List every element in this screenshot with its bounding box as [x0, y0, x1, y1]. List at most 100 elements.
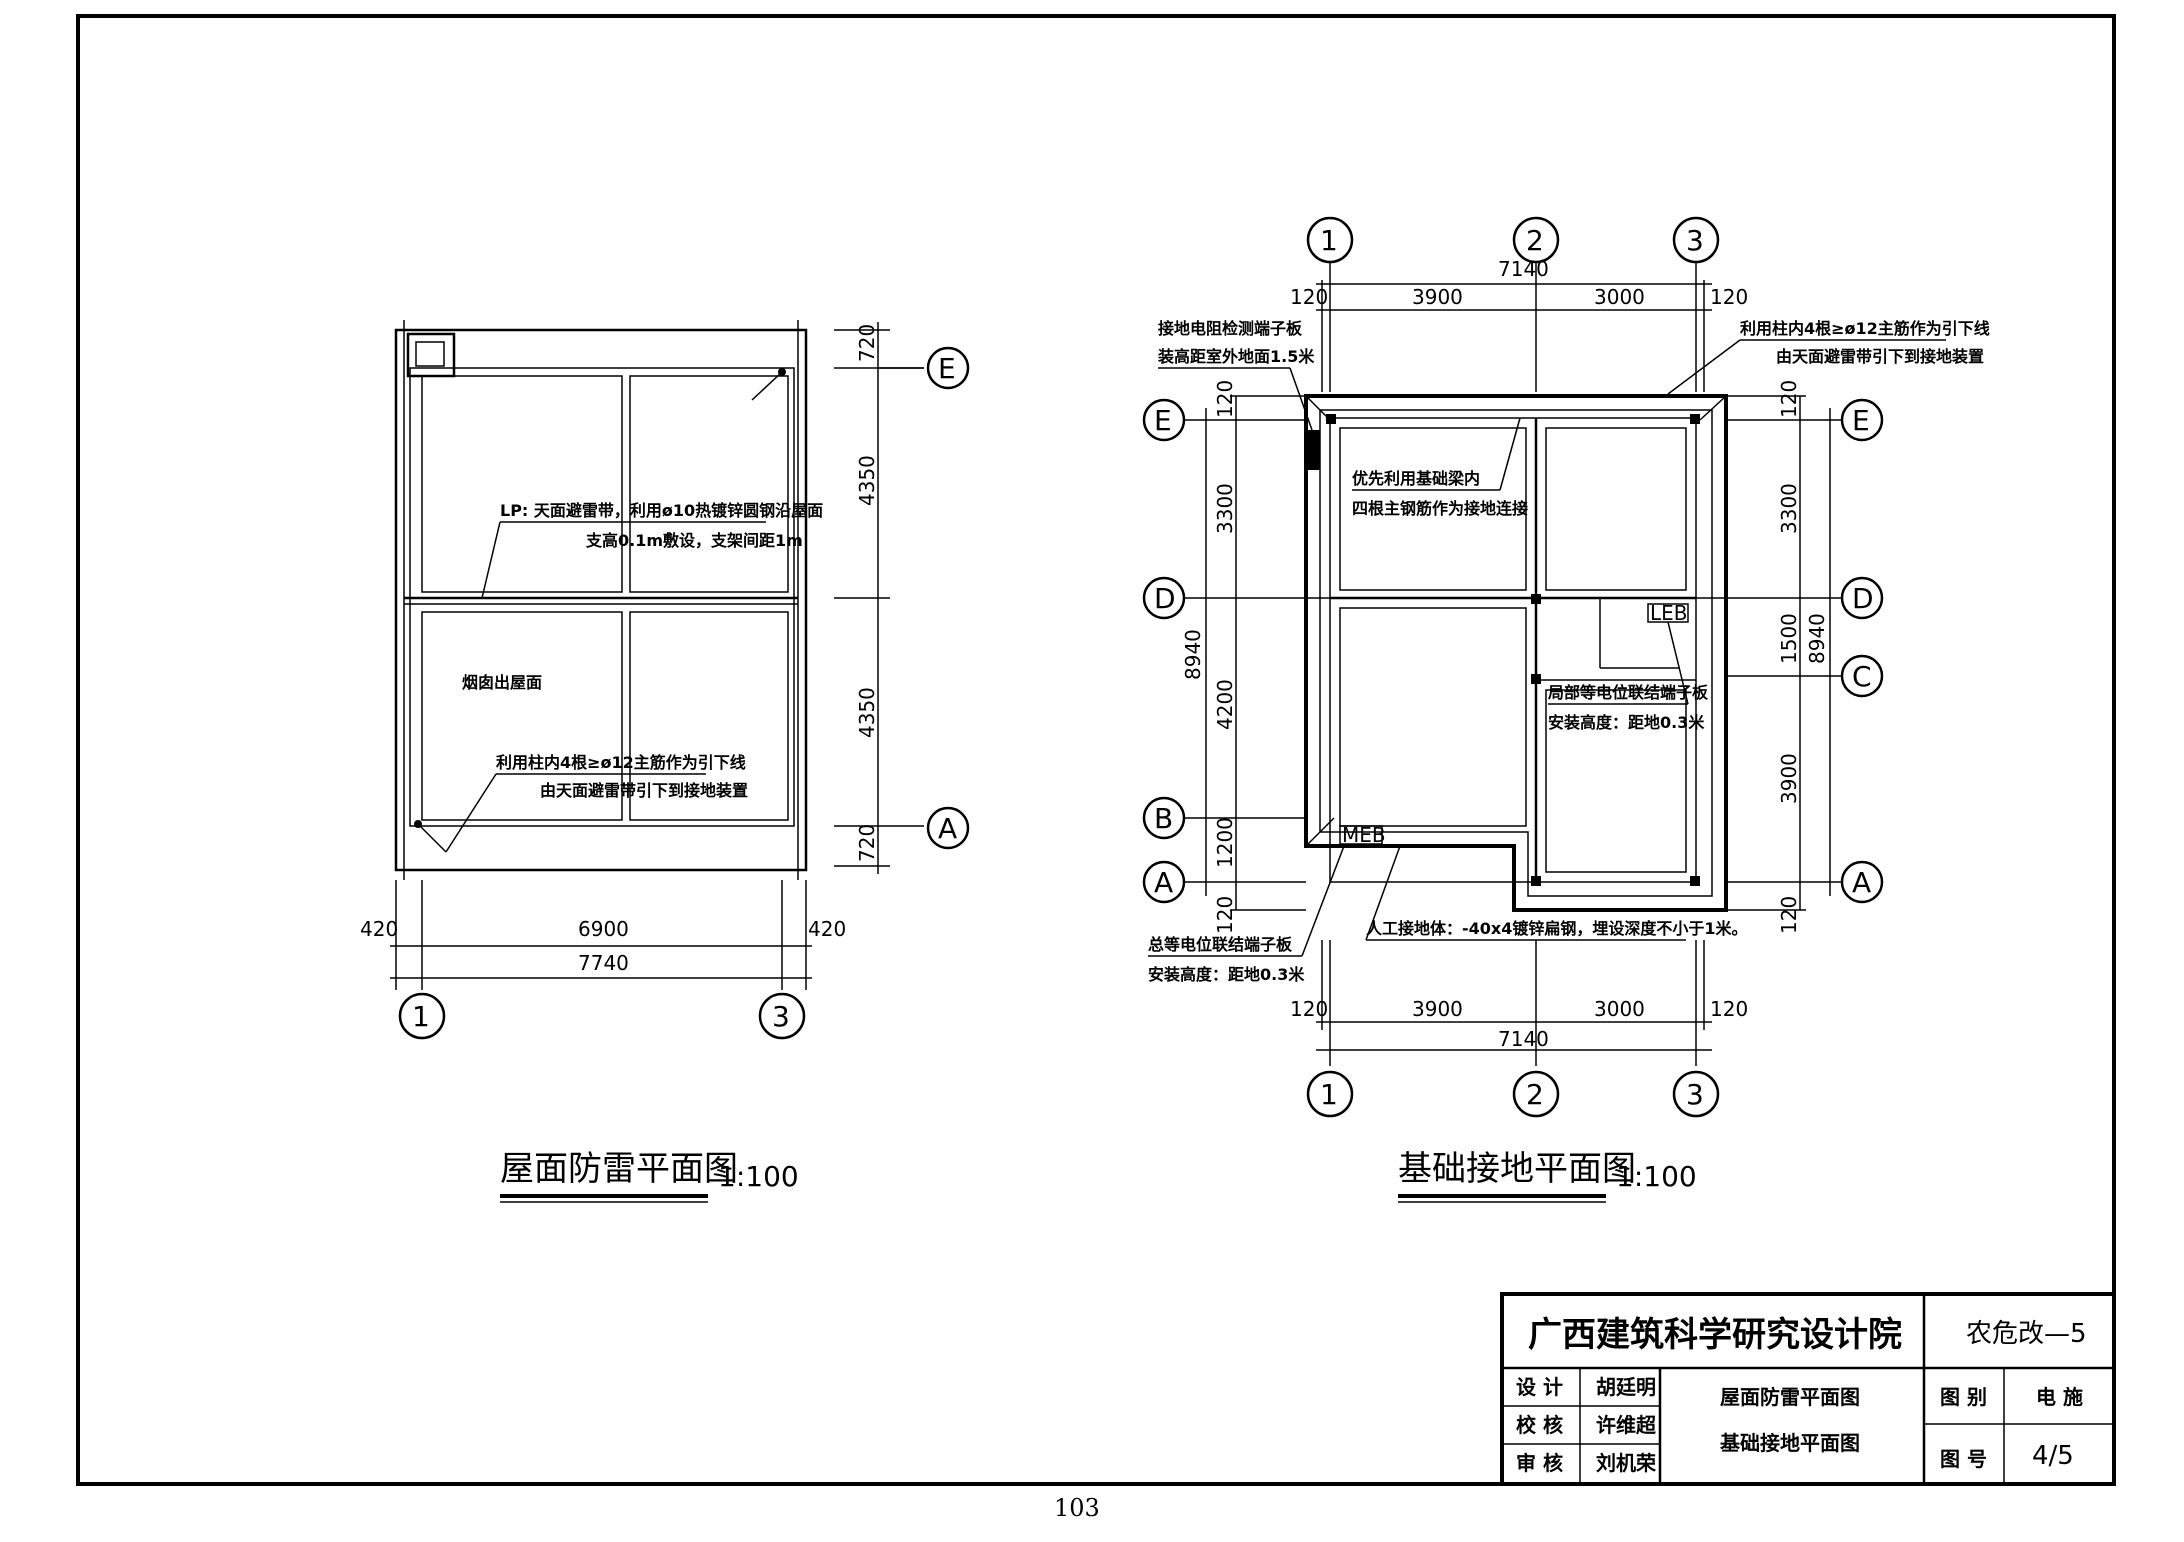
- column-block: [1531, 594, 1541, 604]
- fnd-axis-C-right-label: C: [1852, 660, 1872, 693]
- tb-number-label: 图 号: [1940, 1447, 1987, 1471]
- fnd-dim-top-left: 120: [1290, 285, 1328, 309]
- institute-name: 广西建筑科学研究设计院: [1528, 1315, 1902, 1355]
- test-box-symbol: [1306, 430, 1320, 470]
- tb-drawing-name-2: 基础接地平面图: [1720, 1431, 1860, 1455]
- fnd-dim-left-total: 8940: [1181, 629, 1205, 680]
- foundation-plan-title: 基础接地平面图: [1398, 1149, 1636, 1189]
- fnd-axis-A-right-label: A: [1852, 866, 1871, 899]
- fnd-axis-3-bottom-label: 3: [1686, 1078, 1704, 1111]
- tb-category-label: 图 别: [1940, 1385, 1987, 1409]
- roof-note-downlead-2: 由天面避雷带引下到接地装置: [540, 781, 748, 800]
- fnd-axis-1-bottom-label: 1: [1320, 1078, 1338, 1111]
- fnd-dim-top-right: 120: [1710, 285, 1748, 309]
- roof-axis-1-label: 1: [412, 1000, 430, 1033]
- roof-note-lp-2: 支高0.1m敷设，支架间距1m: [585, 531, 803, 550]
- fnd-note-leb-1: 局部等电位联结端子板: [1548, 683, 1709, 702]
- roof-dim-right-4: 720: [855, 824, 879, 862]
- fnd-axis-1-top-label: 1: [1320, 224, 1338, 257]
- fnd-note-beam-1: 优先利用基础梁内: [1352, 469, 1480, 488]
- roof-axis-3: [758, 992, 806, 1040]
- roof-dim-bottom-total: 7740: [578, 951, 629, 975]
- fnd-dim-right-total: 8940: [1805, 613, 1829, 664]
- fnd-note-meb-1: 总等电位联结端子板: [1148, 935, 1293, 954]
- page-number: 103: [1054, 1494, 1100, 1522]
- roof-axis-E: [926, 346, 970, 390]
- tb-role-review: 审 核: [1516, 1451, 1563, 1475]
- fnd-axis-2-bottom: [1512, 1070, 1560, 1118]
- fnd-axis-3-bottom: [1672, 1070, 1720, 1118]
- foundation-plan: 1 2 3 7140 120 3900 3000 120: [1142, 216, 1990, 1203]
- meb-box: [1339, 825, 1383, 845]
- fnd-axis-E-left-label: E: [1154, 404, 1172, 437]
- roof-axis-3-label: 3: [772, 1000, 790, 1033]
- tb-category-value: 电 施: [2036, 1385, 2083, 1409]
- column-block: [1690, 876, 1700, 886]
- roof-note-lp-1: LP: 天面避雷带，利用ø10热镀锌圆钢沿屋面: [500, 501, 823, 520]
- roof-dim-bottom-left: 420: [360, 917, 398, 941]
- fnd-dim-right-bottom: 120: [1777, 896, 1801, 934]
- fnd-dim-right-2: 1500: [1777, 613, 1801, 664]
- column-block: [1531, 674, 1541, 684]
- roof-note-downlead-1: 利用柱内4根≥ø12主筋作为引下线: [496, 753, 746, 772]
- fnd-dim-left-bottom: 120: [1213, 896, 1237, 934]
- fnd-dim-left-2: 4200: [1213, 679, 1237, 730]
- fnd-axis-D-left-label: D: [1154, 582, 1176, 615]
- title-block: 广西建筑科学研究设计院 农危改—5 设 计 胡廷明 校 核 许维超 审 核 刘机…: [1500, 1292, 2116, 1486]
- fnd-dim-right-1: 3300: [1777, 483, 1801, 534]
- tb-role-check: 校 核: [1516, 1413, 1563, 1437]
- tb-name-review: 刘机荣: [1596, 1451, 1657, 1475]
- chimney-symbol: [406, 332, 456, 378]
- fnd-dim-top-2: 3000: [1594, 285, 1645, 309]
- roof-axis-1: [398, 992, 446, 1040]
- sheet-border: [76, 14, 2116, 1486]
- fnd-dim-top-1: 3900: [1412, 285, 1463, 309]
- fnd-axis-D-right-label: D: [1852, 582, 1874, 615]
- fnd-note-downlead-2: 由天面避雷带引下到接地装置: [1776, 347, 1984, 366]
- fnd-dim-right-top: 120: [1777, 380, 1801, 418]
- fnd-dim-bottom-total: 7140: [1498, 1027, 1549, 1051]
- roof-dim-bottom-right: 420: [808, 917, 846, 941]
- leb-tag: LEB: [1650, 601, 1688, 625]
- tb-drawing-name-1: 屋面防雷平面图: [1720, 1385, 1860, 1409]
- roof-dim-right-2: 4350: [855, 455, 879, 506]
- foundation-plan-scale: 1:100: [1616, 1160, 1697, 1193]
- fnd-axis-2-bottom-label: 2: [1526, 1078, 1544, 1111]
- fnd-dim-bottom-2: 3000: [1594, 997, 1645, 1021]
- fnd-note-artificial: 人工接地体：-40x4镀锌扁钢，埋设深度不小于1米。: [1366, 919, 1748, 938]
- fnd-axis-3-top-label: 3: [1686, 224, 1704, 257]
- fnd-axis-A-left-label: A: [1154, 866, 1173, 899]
- column-block: [1326, 414, 1336, 424]
- column-block: [1690, 414, 1700, 424]
- fnd-dim-bottom-right: 120: [1710, 997, 1748, 1021]
- tb-name-design: 胡廷明: [1596, 1375, 1656, 1399]
- fnd-note-meb-2: 安装高度：距地0.3米: [1148, 965, 1305, 984]
- fnd-dim-left-top: 120: [1213, 380, 1237, 418]
- fnd-note-test-box-2: 装高距室外地面1.5米: [1157, 347, 1315, 366]
- roof-plan-scale: 1:100: [718, 1160, 799, 1193]
- roof-plan: LP: 天面避雷带，利用ø10热镀锌圆钢沿屋面 支高0.1m敷设，支架间距1m …: [360, 320, 970, 1203]
- fnd-dim-right-3: 3900: [1777, 753, 1801, 804]
- fnd-note-leb-2: 安装高度：距地0.3米: [1548, 713, 1705, 732]
- fnd-dim-bottom-left: 120: [1290, 997, 1328, 1021]
- fnd-axis-E-right-label: E: [1852, 404, 1870, 437]
- fnd-note-test-box-1: 接地电阻检测端子板: [1158, 319, 1303, 338]
- meb-tag: MEB: [1342, 823, 1386, 847]
- fnd-dim-left-3: 1200: [1213, 817, 1237, 868]
- roof-dim-right-3: 4350: [855, 687, 879, 738]
- fnd-dim-left-1: 3300: [1213, 483, 1237, 534]
- fnd-axis-B-left-label: B: [1154, 802, 1173, 835]
- fnd-note-beam-2: 四根主钢筋作为接地连接: [1352, 499, 1528, 518]
- project-code: 农危改—5: [1966, 1319, 2087, 1349]
- roof-plan-title: 屋面防雷平面图: [500, 1149, 738, 1189]
- fnd-note-downlead-1: 利用柱内4根≥ø12主筋作为引下线: [1740, 319, 1990, 338]
- roof-axis-E-label: E: [938, 352, 956, 385]
- tb-role-design: 设 计: [1516, 1375, 1563, 1399]
- roof-axis-A: [926, 806, 970, 850]
- roof-dim-right-1: 720: [855, 324, 879, 362]
- roof-axis-A-label: A: [938, 812, 957, 845]
- column-block: [1531, 876, 1541, 886]
- fnd-dim-top-total: 7140: [1498, 257, 1549, 281]
- tb-number-value: 4/5: [2032, 1441, 2074, 1471]
